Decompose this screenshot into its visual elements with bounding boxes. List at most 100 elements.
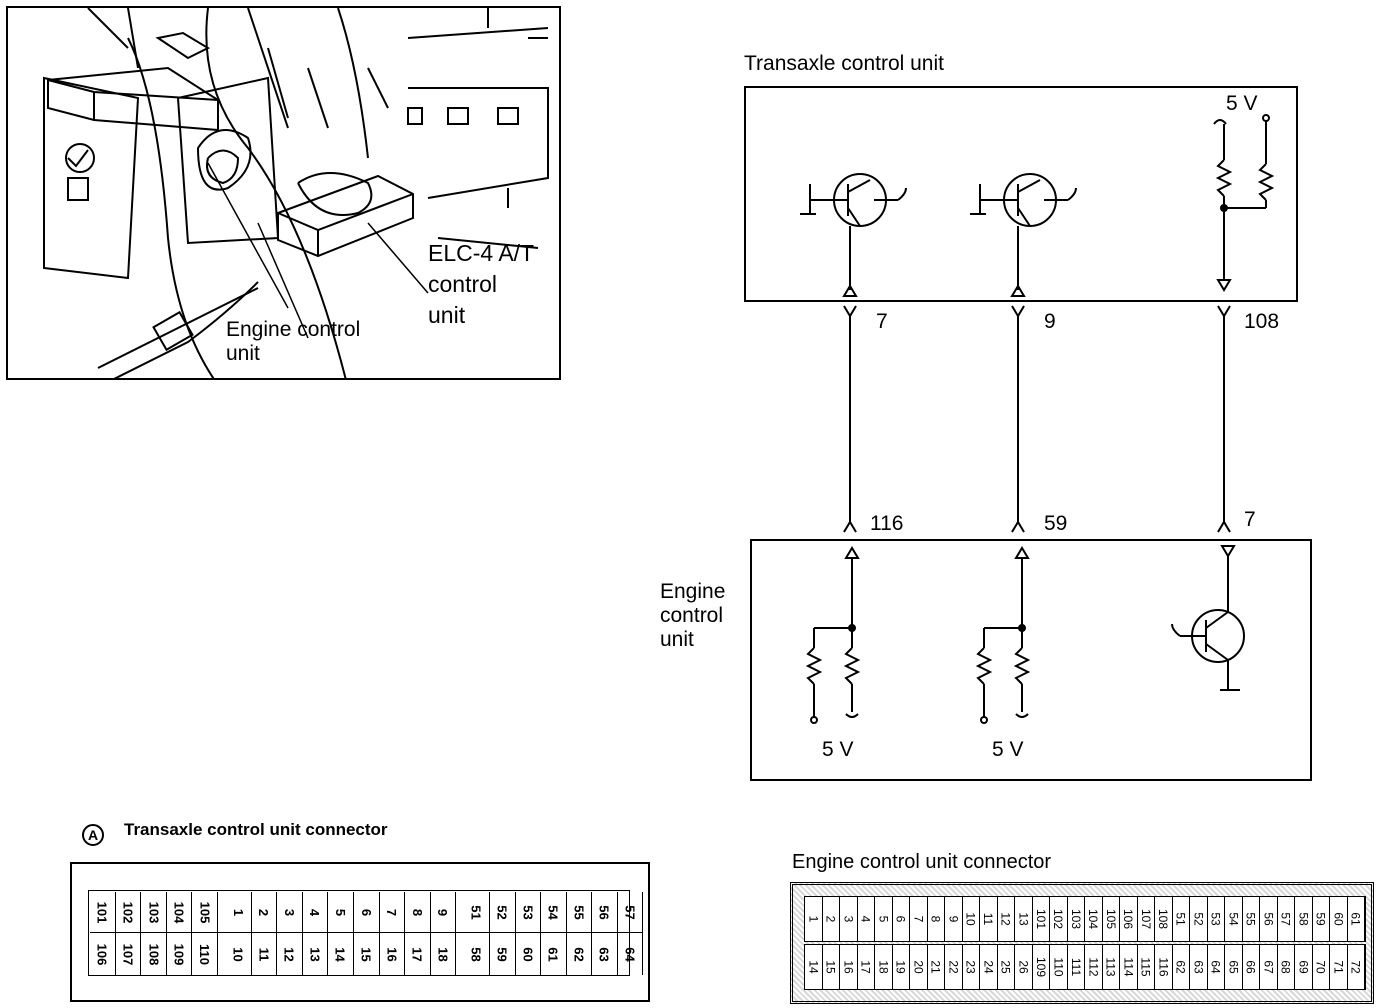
connector-pin: 17 (858, 945, 875, 989)
pin-number: 107 (120, 943, 136, 965)
connector-pin: 69 (1295, 945, 1313, 989)
connector-pin: 115 (1138, 945, 1155, 989)
connector-pin: 61 (541, 933, 567, 975)
pin-number: 101 (94, 901, 110, 923)
pin-number: 104 (1086, 908, 1101, 930)
pin-number: 16 (841, 960, 856, 974)
pin-number: 13 (307, 946, 323, 962)
pin-number: 23 (963, 960, 978, 974)
connector-pin: 12 (998, 897, 1015, 941)
pin-number: 67 (1261, 960, 1276, 974)
pin-number: 106 (94, 943, 110, 965)
connector-pin: 2 (823, 897, 840, 941)
pin-number: 17 (409, 946, 425, 962)
connector-pin: 7 (380, 892, 406, 932)
connector-pin: 110 (192, 933, 218, 975)
connector-pin: 10 (226, 933, 252, 975)
connector-pin: 4 (303, 892, 329, 932)
tcu-box (744, 86, 1298, 302)
pin-number: 8 (928, 915, 943, 923)
connector-pin: 64 (1208, 945, 1225, 989)
pin-number: 16 (384, 946, 400, 962)
connector-pin: 102 (116, 892, 142, 932)
connector-pin: 18 (875, 945, 893, 989)
connector-pin: 52 (1190, 897, 1208, 941)
pin-number: 9 (435, 908, 451, 916)
tcu-title: Transaxle control unit (744, 52, 944, 75)
pin-number: 57 (1278, 912, 1293, 926)
pin-number: 14 (806, 960, 821, 974)
connector-pin: 19 (893, 945, 910, 989)
connector-pin: 51 (464, 892, 490, 932)
connector-pin: 65 (1225, 945, 1243, 989)
connector-pin: 59 (1313, 897, 1330, 941)
tcu-connector-title: Transaxle control unit connector (124, 820, 388, 839)
tcu-pin-7: 7 (876, 310, 888, 333)
connector-pin: 5 (328, 892, 354, 932)
pin-number: 7 (911, 915, 926, 923)
pin-number: 58 (469, 946, 485, 962)
pin-number: 103 (145, 901, 161, 923)
pin-number: 11 (256, 947, 272, 961)
connector-pin: 14 (805, 945, 823, 989)
pin-number: 58 (1296, 912, 1311, 926)
connector-pin: 111 (1068, 945, 1085, 989)
connector-pin: 9 (431, 892, 457, 932)
pin-number: 4 (307, 908, 323, 916)
pin-number: 14 (333, 946, 349, 962)
connector-pin: 67 (1260, 945, 1278, 989)
pin-number: 13 (1016, 912, 1031, 926)
pin-number: 56 (597, 904, 613, 920)
connector-pin: 51 (1173, 897, 1190, 941)
pin-number: 101 (1033, 908, 1048, 930)
pin-number: 21 (928, 960, 943, 974)
pin-number: 10 (230, 946, 246, 962)
tcu-connector-inner (88, 890, 630, 976)
connector-pin: 109 (167, 933, 193, 975)
connector-pin: 58 (464, 933, 490, 975)
connector-pin: 112 (1085, 945, 1103, 989)
pin-number: 106 (1121, 908, 1136, 930)
ecu-title-3: unit (660, 628, 694, 651)
connector-pin: 7 (910, 897, 928, 941)
connector-pin: 1 (226, 892, 252, 932)
connector-pin: 15 (823, 945, 840, 989)
pin-number: 52 (1191, 912, 1206, 926)
connector-pin: 26 (1015, 945, 1033, 989)
pin-number: 26 (1016, 960, 1031, 974)
ecu-supply-label-1: 5 V (822, 738, 854, 761)
connector-pin: 54 (541, 892, 567, 932)
pin-number: 20 (911, 960, 926, 974)
connector-pin: 59 (490, 933, 516, 975)
connector-pin: 57 (618, 892, 644, 932)
connector-pin: 22 (945, 945, 963, 989)
connector-pin: 106 (90, 933, 116, 975)
ecu-title-2: control (660, 604, 724, 627)
ecu-pin-59: 59 (1044, 512, 1068, 535)
connector-pin: 68 (1278, 945, 1295, 989)
connector-pin: 53 (1208, 897, 1225, 941)
connector-pin: 101 (90, 892, 116, 932)
pin-number: 102 (1051, 908, 1066, 930)
pin-number: 15 (358, 946, 374, 962)
connector-pin: 54 (1225, 897, 1243, 941)
pin-number: 1 (806, 915, 821, 923)
connector-pin: 55 (1243, 897, 1260, 941)
pin-number: 56 (1261, 912, 1276, 926)
pin-number: 1 (230, 908, 246, 916)
connector-pin: 11 (980, 897, 998, 941)
connector-pin: 1 (805, 897, 823, 941)
ecu-pin-116: 116 (870, 512, 904, 535)
pin-number: 7 (384, 908, 400, 916)
pin-number: 54 (545, 904, 561, 920)
pin-number: 10 (963, 912, 978, 926)
pin-number: 61 (1348, 912, 1363, 926)
connector-pin: 55 (567, 892, 593, 932)
connector-pin: 56 (1260, 897, 1278, 941)
pin-number: 18 (876, 960, 891, 974)
connector-pin: 108 (141, 933, 167, 975)
connector-pin: 62 (567, 933, 593, 975)
connector-pin: 13 (303, 933, 329, 975)
pin-number: 51 (469, 904, 485, 920)
